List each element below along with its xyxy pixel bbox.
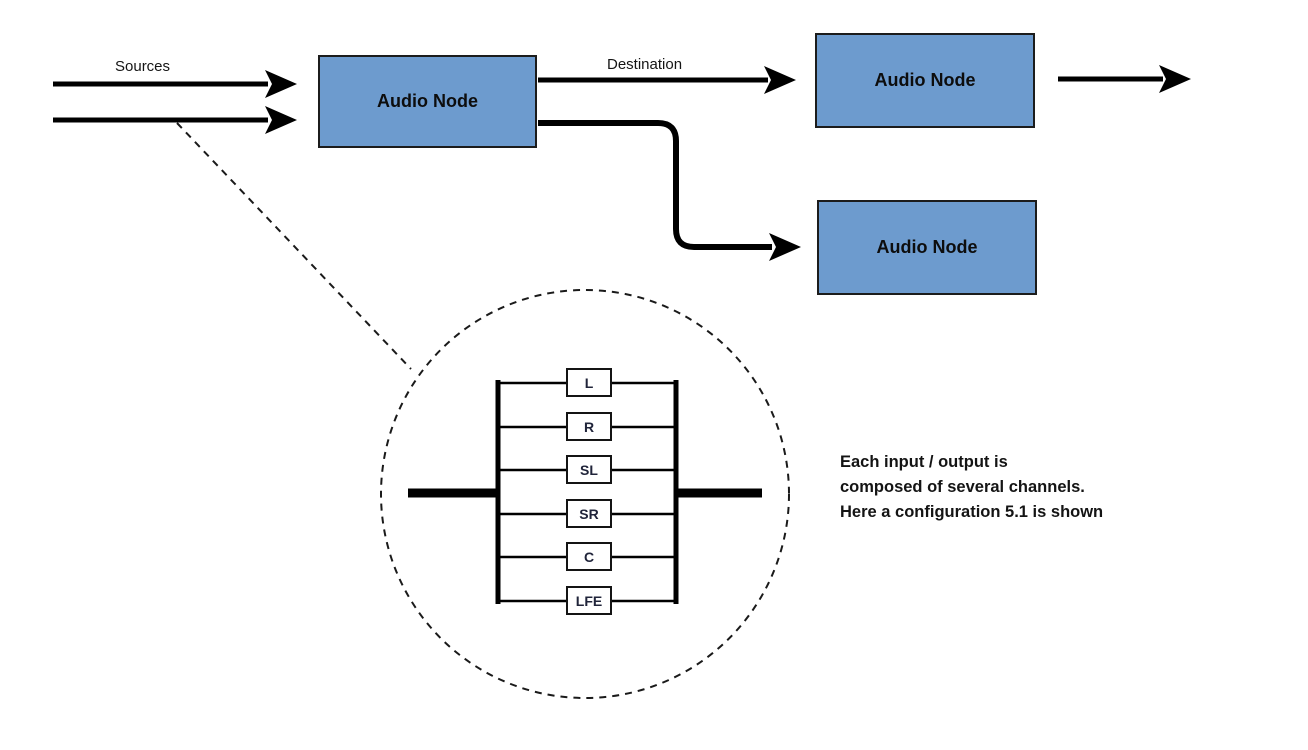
audio-node-box-3: Audio Node [817, 200, 1037, 295]
source-arrow-1-head [265, 70, 297, 98]
audio-node-label: Audio Node [377, 91, 478, 111]
callout-dashed-circle [380, 289, 790, 699]
channel-box-lfe: LFE [566, 586, 612, 615]
channels-annotation-text: Each input / output is composed of sever… [840, 453, 1104, 521]
audio-node-box-2: Audio Node [815, 33, 1035, 128]
destination-label: Destination [607, 56, 683, 73]
audio-node-box-1: Audio Node [318, 55, 537, 148]
output-arrow-head [1159, 65, 1191, 93]
channel-box-sr: SR [566, 499, 612, 528]
channel-box-c: C [566, 542, 612, 571]
channel-box-l: L [566, 368, 612, 397]
destination-arrow-head [764, 66, 796, 94]
sources-label: Sources [115, 58, 171, 75]
source-arrow-2-head [265, 106, 297, 134]
callout-dashed-line [176, 122, 412, 370]
audio-node-label: Audio Node [876, 237, 978, 257]
channel-box-r: R [566, 412, 612, 441]
branch-connector-curve [538, 120, 772, 250]
channel-box-sl: SL [566, 455, 612, 484]
branch-connector-head [769, 233, 801, 261]
audio-node-label: Audio Node [874, 70, 976, 90]
